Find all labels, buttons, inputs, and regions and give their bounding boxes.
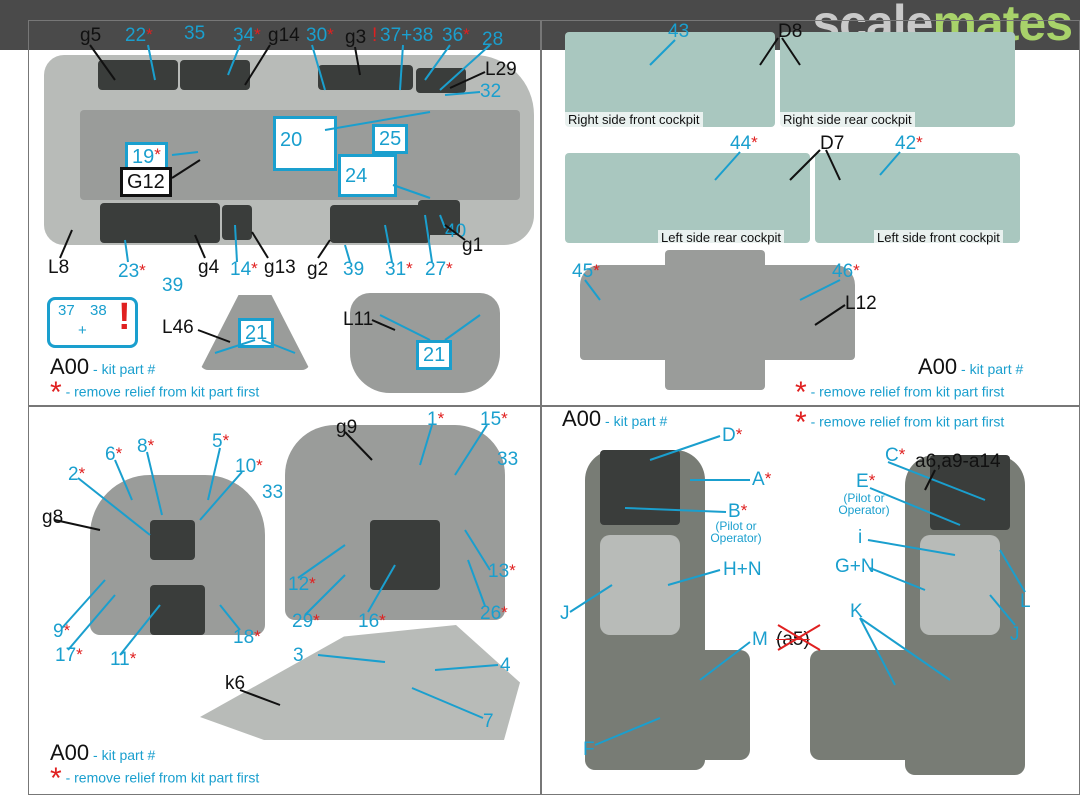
label-16: 16* <box>358 611 386 632</box>
label-5: 5* <box>212 431 230 452</box>
callout-25: 25 <box>372 124 409 154</box>
label-G-N: G+N <box>835 556 875 577</box>
label-M: M <box>752 629 768 650</box>
label-18: 18* <box>233 627 261 648</box>
label-K: K <box>850 601 863 622</box>
label-g1: g1 <box>462 235 484 256</box>
label-C: C* <box>885 445 906 466</box>
legend-kit-part: A00 - kit part # <box>50 354 156 379</box>
label-14: 14* <box>230 259 258 280</box>
label-L8: L8 <box>48 257 70 278</box>
legend-kit-part: A00 - kit part # <box>50 740 156 765</box>
label-L29: L29 <box>485 59 517 80</box>
label-3: 3 <box>293 645 304 666</box>
label-4: 4 <box>500 655 511 676</box>
callout-G12: G12 <box>120 167 172 197</box>
label-k6: k6 <box>225 673 246 694</box>
label-D7: D7 <box>820 133 845 154</box>
label-46: 46* <box>832 261 860 282</box>
label-9: 9* <box>53 621 71 642</box>
label-6: 6* <box>105 444 123 465</box>
label-8: 8* <box>137 436 155 457</box>
label-A: A* <box>752 469 772 490</box>
scalemates-logo: scalemates <box>812 0 1073 51</box>
label-33: 33 <box>497 449 519 470</box>
label-F: F <box>583 739 595 760</box>
label-a5-crossed: (a5) <box>776 629 810 650</box>
callout-24: 24 <box>338 154 397 197</box>
label-37-38: 37+38 <box>380 25 434 46</box>
label-i: i <box>858 527 863 548</box>
label-L: L <box>1020 591 1031 612</box>
label-g4: g4 <box>198 257 220 278</box>
legend-remove-relief: * - remove relief from kit part first <box>50 762 260 795</box>
label-35: 35 <box>184 23 206 44</box>
caption-left-rear: Left side rear cockpit <box>658 230 784 245</box>
label-23: 23* <box>118 261 146 282</box>
label-E: E* <box>856 471 876 492</box>
label-D: D* <box>722 425 743 446</box>
label-44: 44* <box>730 133 758 154</box>
label-29: 29* <box>292 611 320 632</box>
label-42: 42* <box>895 133 923 154</box>
note-pilot-or-operator: (Pilot or Operator) <box>838 491 890 517</box>
label-39: 39 <box>343 259 365 280</box>
label-30: 30* <box>306 25 334 46</box>
label-g14: g14 <box>268 25 300 46</box>
label-g13: g13 <box>264 257 296 278</box>
label-H-N: H+N <box>723 559 762 580</box>
label-34: 34* <box>233 25 261 46</box>
label-10: 10* <box>235 456 263 477</box>
label-L11: L11 <box>343 309 374 330</box>
legend-remove-relief: * - remove relief from kit part first <box>50 376 260 409</box>
caption-right-rear: Right side rear cockpit <box>780 112 915 127</box>
note-37-38-box: 37 38 + ! <box>47 296 138 348</box>
label-26: 26* <box>480 603 508 624</box>
legend-kit-part: A00 - kit part # <box>918 354 1024 379</box>
note-pilot-or-operator: (Pilot or Operator) <box>710 519 762 545</box>
label-g3: g3 <box>345 27 367 48</box>
label-36: 36* <box>442 25 470 46</box>
label-1: 1* <box>427 409 445 430</box>
label-22: 22* <box>125 25 153 46</box>
label-15: 15* <box>480 409 508 430</box>
label-a6-a9-a14: a6,a9-a14 <box>915 451 1001 472</box>
label-27: 27* <box>425 259 453 280</box>
label-12: 12* <box>288 574 316 595</box>
label-g2: g2 <box>307 259 329 280</box>
label-39: 39 <box>162 275 184 296</box>
label-D8: D8 <box>778 21 803 42</box>
label-11: 11* <box>110 649 137 670</box>
label-31: 31* <box>385 259 413 280</box>
caption-left-front: Left side front cockpit <box>874 230 1003 245</box>
warning-exclaim: ! <box>372 25 378 46</box>
label-7: 7 <box>483 711 494 732</box>
label-B: B* <box>728 501 748 522</box>
label-43: 43 <box>668 21 690 42</box>
legend-kit-part: A00 - kit part # <box>562 406 668 431</box>
label-g9: g9 <box>336 417 358 438</box>
label-g8: g8 <box>42 507 64 528</box>
label-13: 13* <box>488 561 516 582</box>
label-33: 33 <box>262 482 284 503</box>
caption-right-front: Right side front cockpit <box>565 112 703 127</box>
label-17: 17* <box>55 645 83 666</box>
label-45: 45* <box>572 261 600 282</box>
legend-remove-relief: * - remove relief from kit part first <box>795 406 1005 439</box>
label-J: J <box>1010 624 1020 645</box>
label-2: 2* <box>68 464 86 485</box>
label-28: 28 <box>482 29 504 50</box>
callout-21: 21 <box>416 340 453 370</box>
label-L12: L12 <box>845 293 877 314</box>
label-g5: g5 <box>80 25 102 46</box>
callout-20: 20 <box>273 116 337 171</box>
label-L46: L46 <box>162 317 194 338</box>
legend-remove-relief: * - remove relief from kit part first <box>795 376 1005 409</box>
label-32: 32 <box>480 81 502 102</box>
label-J: J <box>560 603 570 624</box>
divider-vertical <box>540 20 542 795</box>
